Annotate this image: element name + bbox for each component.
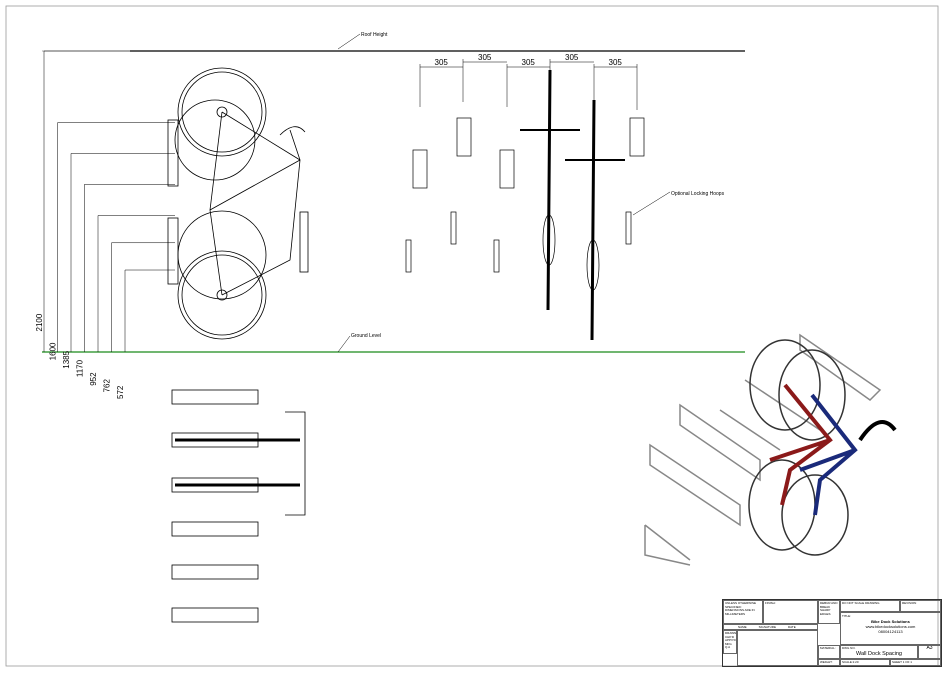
dimension-label: 952: [89, 372, 98, 386]
scale-label: SCALE:1:20: [840, 659, 890, 666]
spacing-label: 305: [565, 53, 579, 62]
side-view-bike: [167, 67, 309, 340]
company-phone: 08004124113: [878, 629, 903, 634]
dimension-label: 1385: [62, 350, 71, 368]
dimension-label: 2100: [35, 313, 44, 331]
dimension-label: 1600: [49, 342, 58, 360]
vertical-dimensions: 2100 1600 1385 1170 952 762 572: [35, 50, 175, 399]
do-not-scale: DO NOT SCALE DRAWING: [840, 600, 900, 612]
dims-note: UNLESS OTHERWISE SPECIFIED: DIMENSIONS A…: [723, 600, 763, 624]
sheet-size: A3: [918, 645, 941, 659]
weight-label: WEIGHT:: [818, 659, 840, 666]
ground-level-label: Ground Level: [351, 333, 381, 339]
material-label: MATERIAL:: [818, 645, 840, 659]
spacing-label: 305: [478, 53, 492, 62]
deburr-note: DEBUR AND BREAK SHARP EDGES: [818, 600, 840, 624]
drawing-title: Wall Dock Spacing: [856, 650, 902, 657]
title-cell: DWG NO. Wall Dock Spacing: [840, 645, 918, 659]
roof-height-label: Roof Height: [361, 32, 388, 38]
dimension-label: 762: [103, 378, 112, 392]
optional-locking-hoops-label: Optional Locking Hoops: [671, 191, 725, 197]
spacing-label: 305: [522, 58, 536, 67]
isometric-view: [644, 333, 897, 566]
front-view-racks: [405, 69, 645, 341]
sheet-border: [5, 5, 939, 667]
dimension-label: 572: [116, 385, 125, 399]
spacing-label: 305: [609, 58, 623, 67]
dimension-label: 1170: [76, 359, 85, 377]
company-name: Bike Dock Solutions: [871, 619, 910, 624]
spacing-label: 305: [435, 58, 449, 67]
top-view: [171, 389, 306, 623]
company-website: www.bikedocksolutions.com: [865, 624, 916, 629]
company-block: TITLE: Bike Dock Solutions www.bikedocks…: [840, 612, 941, 645]
spacing-dimensions: 305 305 305 305 305: [419, 53, 638, 110]
revision-label: REVISION: [900, 600, 941, 612]
sheet-label: SHEET 1 OF 1: [890, 659, 941, 666]
title-block: UNLESS OTHERWISE SPECIFIED: DIMENSIONS A…: [722, 599, 942, 667]
finish-label: FINISH:: [763, 600, 818, 624]
